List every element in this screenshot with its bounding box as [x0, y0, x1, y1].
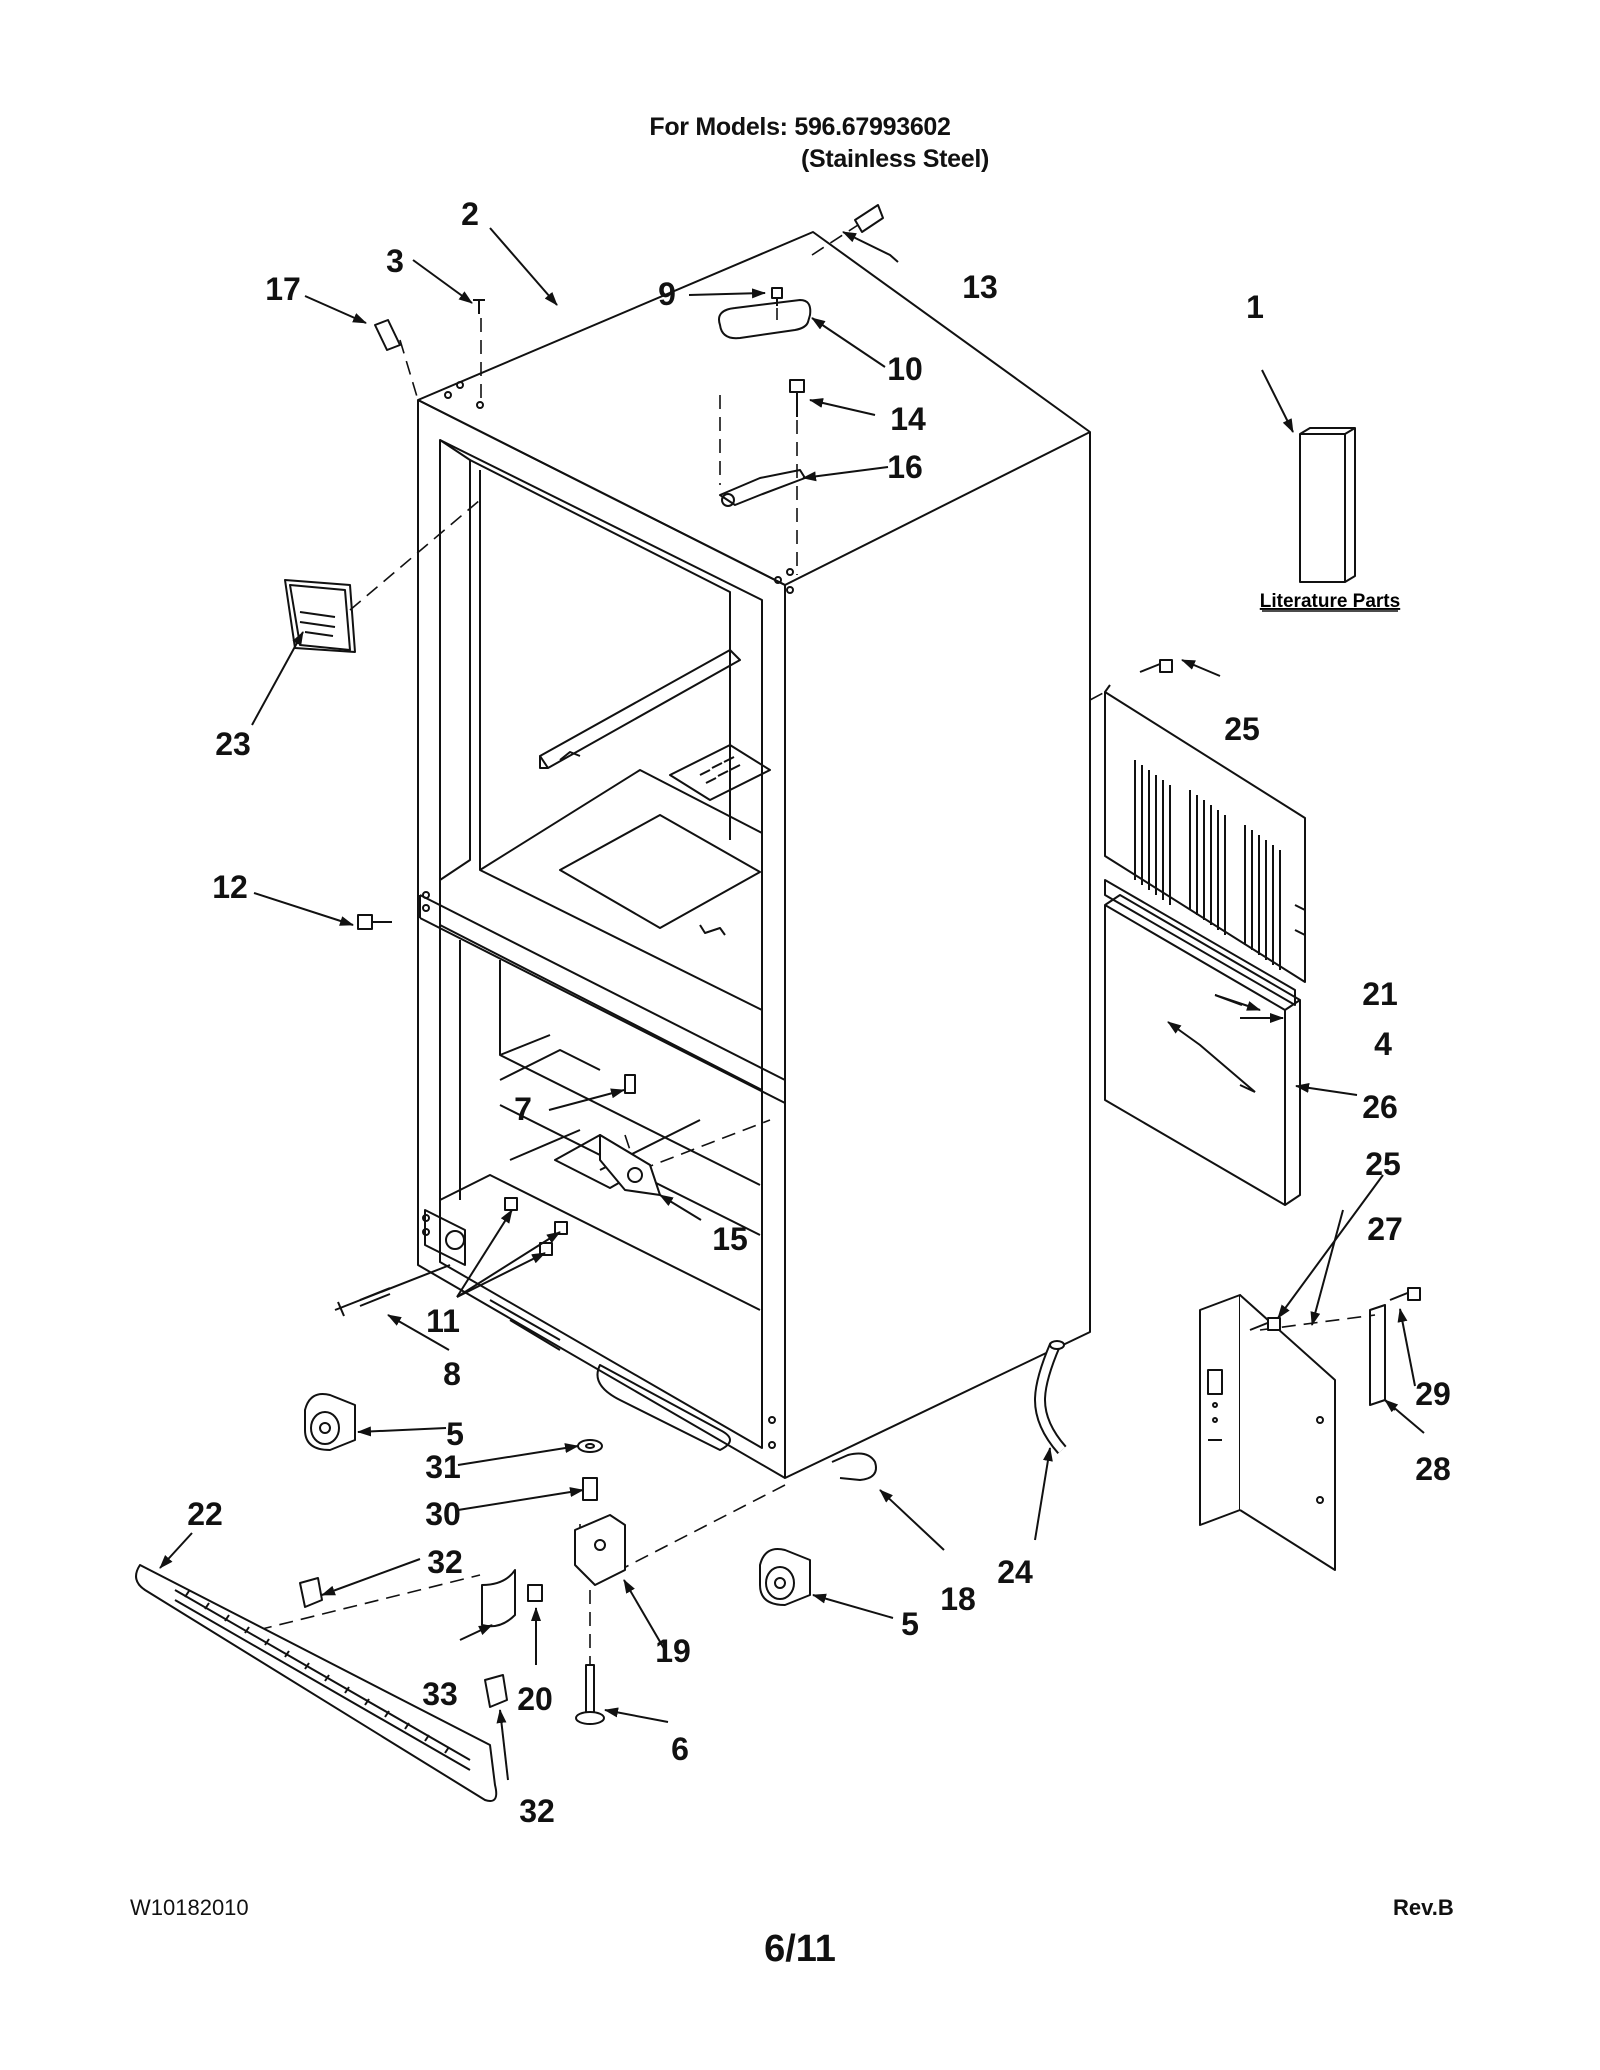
toe-grille: [135, 1564, 498, 1802]
callout-27: 27: [1367, 1211, 1403, 1247]
leveling-leg: [575, 1664, 605, 1725]
callout-numbers: 1 2 3 4 5 5 6 7 8 9 10 11 12 13 14 15 16…: [187, 196, 1451, 1829]
callout-4: 4: [1374, 1026, 1392, 1062]
callout-11: 11: [426, 1303, 460, 1339]
control-module: [284, 579, 356, 653]
callout-9: 9: [658, 276, 676, 312]
front-roller: [759, 1548, 811, 1606]
callout-21: 21: [1362, 976, 1398, 1012]
callout-28: 28: [1415, 1451, 1451, 1487]
screw-20: [527, 1584, 543, 1602]
callout-25a: 25: [1224, 711, 1260, 747]
lower-hinge-15: [599, 1134, 661, 1196]
callout-3: 3: [386, 243, 404, 279]
leader-arrows: [159, 227, 1425, 1781]
screw-29: [1389, 1287, 1421, 1301]
top-screw: [473, 299, 485, 314]
callout-14: 14: [890, 401, 926, 437]
rear-roller: [304, 1393, 356, 1451]
callout-6: 6: [671, 1731, 689, 1767]
callout-32b: 32: [519, 1793, 555, 1829]
leveling-bracket: [574, 1514, 626, 1586]
drain-hose: [1034, 1340, 1067, 1454]
callout-24: 24: [997, 1554, 1033, 1590]
spacer: [582, 1477, 598, 1501]
grille-clip-upper: [299, 1577, 323, 1608]
callout-18: 18: [940, 1581, 976, 1617]
screw-12: [357, 914, 392, 930]
callout-26: 26: [1362, 1089, 1398, 1125]
mounting-bracket: [1369, 1304, 1396, 1411]
page-number: 6/11: [764, 1928, 836, 1970]
machine-cover: [1199, 1294, 1336, 1571]
grille-clip: [481, 1569, 516, 1628]
tube-clamp: [831, 1452, 877, 1481]
finish-subtitle: (Stainless Steel): [800, 145, 990, 173]
refrigerator-cabinet: [417, 231, 1091, 1479]
callout-13: 13: [962, 269, 998, 305]
callout-5a: 5: [446, 1416, 464, 1452]
washer: [577, 1439, 603, 1453]
insulation-board: [1104, 894, 1301, 1206]
screw-25-top: [1139, 659, 1173, 673]
hinge-pin-7: [624, 1074, 636, 1094]
callout-1: 1: [1246, 289, 1264, 325]
callout-29: 29: [1415, 1376, 1451, 1412]
callout-16: 16: [887, 449, 923, 485]
callout-20: 20: [517, 1681, 553, 1717]
callout-7: 7: [514, 1091, 532, 1127]
callout-19: 19: [655, 1633, 691, 1669]
callout-30: 30: [425, 1496, 461, 1532]
grille-clip-lower: [484, 1674, 508, 1708]
long-bolt-8: [334, 1264, 451, 1317]
callout-23: 23: [215, 726, 251, 762]
callout-8: 8: [443, 1356, 461, 1392]
hinge-screw: [789, 379, 805, 417]
callout-10: 10: [887, 351, 923, 387]
rating-label: [854, 204, 884, 233]
assembly-lines: [257, 224, 1376, 1670]
hinge-cover-screw: [771, 287, 783, 306]
hinge-cover: [718, 299, 812, 340]
literature-parts-label: Literature Parts: [1260, 591, 1400, 612]
callout-22: 22: [187, 1496, 223, 1532]
callout-2: 2: [461, 196, 479, 232]
revision-label: Rev.B: [1393, 1895, 1454, 1920]
label-tag: [374, 319, 401, 351]
callout-5b: 5: [901, 1606, 919, 1642]
screws-11: [504, 1197, 568, 1256]
models-title: For Models: 596.67993602: [649, 113, 951, 141]
callout-15: 15: [712, 1221, 748, 1257]
callout-32a: 32: [427, 1544, 463, 1580]
document-number: W10182010: [130, 1895, 249, 1920]
callout-25b: 25: [1365, 1146, 1401, 1182]
callout-17: 17: [265, 271, 301, 307]
screw-25-lower: [1249, 1317, 1281, 1331]
literature-booklet: [1299, 427, 1356, 583]
rear-vent-panel: [1104, 684, 1306, 983]
callout-12: 12: [212, 869, 248, 905]
callout-31: 31: [425, 1449, 461, 1485]
callout-33: 33: [422, 1676, 458, 1712]
